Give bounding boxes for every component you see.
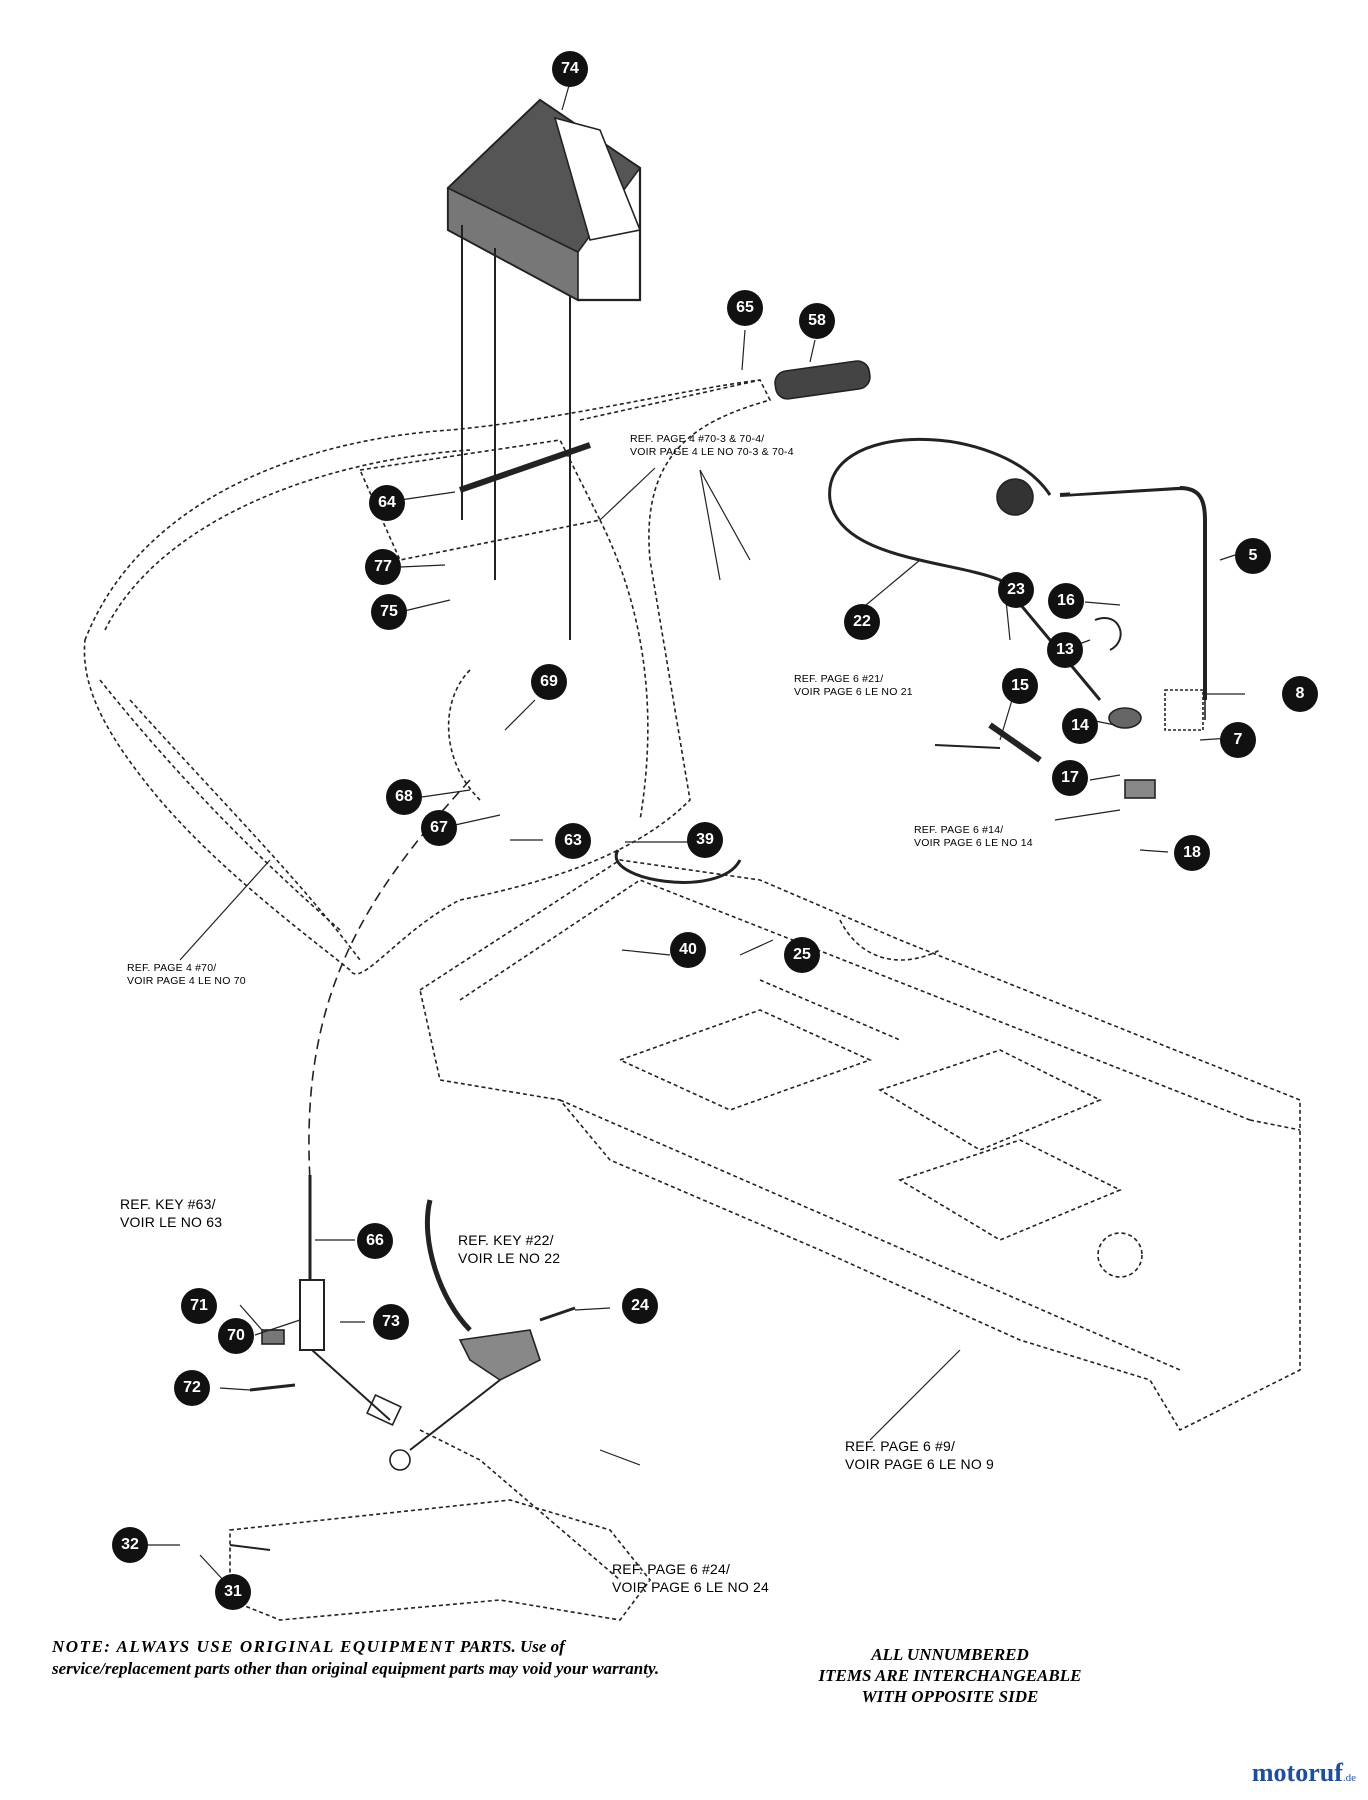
cable-63 (308, 779, 471, 1181)
ref-line: VOIR PAGE 6 LE NO 24 (612, 1579, 770, 1595)
callout-64: 64 (369, 485, 405, 521)
callout-74: 74 (552, 51, 588, 87)
ref-line: REF. PAGE 4 #70/ (127, 962, 217, 974)
callout-72: 72 (174, 1370, 210, 1406)
callout-18: 18 (1174, 835, 1210, 871)
ref-line: REF. PAGE 6 #9/ (845, 1438, 956, 1454)
callout-25: 25 (784, 937, 820, 973)
note-line: ITEMS ARE INTERCHANGEABLE (818, 1666, 1082, 1685)
pedal (229, 1429, 652, 1621)
lower-assembly (229, 1175, 576, 1551)
ref-page6-21: REF. PAGE 6 #21/ VOIR PAGE 6 LE NO 21 (794, 673, 913, 699)
callout-71: 71 (181, 1288, 217, 1324)
note-line: ALL UNNUMBERED (871, 1645, 1029, 1664)
pivot-rod (459, 360, 871, 493)
callout-14: 14 (1062, 708, 1098, 744)
callout-68: 68 (386, 779, 422, 815)
callout-15: 15 (1002, 668, 1038, 704)
ref-line: REF. PAGE 4 #70-3 & 70-4/ (630, 433, 765, 445)
ref-line: VOIR PAGE 6 LE NO 14 (914, 837, 1033, 849)
callout-58: 58 (799, 303, 835, 339)
ref-line: VOIR LE NO 22 (458, 1250, 561, 1266)
throttle-cable (828, 437, 1207, 799)
ref-page6-24: REF. PAGE 6 #24/ VOIR PAGE 6 LE NO 24 (612, 1560, 769, 1596)
callout-39: 39 (687, 822, 723, 858)
callout-73: 73 (373, 1304, 409, 1340)
callout-32: 32 (112, 1527, 148, 1563)
callout-16: 16 (1048, 583, 1084, 619)
note-line: WITH OPPOSITE SIDE (861, 1687, 1039, 1706)
ref-line: VOIR PAGE 4 LE NO 70-3 & 70-4 (630, 446, 794, 458)
watermark-logo: motoruf.de (1252, 1758, 1356, 1788)
callout-31: 31 (215, 1574, 251, 1610)
fender (83, 379, 772, 975)
ref-line: VOIR LE NO 63 (120, 1214, 223, 1230)
callout-24: 24 (622, 1288, 658, 1324)
callout-8: 8 (1282, 676, 1318, 712)
ref-line: REF. KEY #63/ (120, 1196, 216, 1212)
callout-75: 75 (371, 594, 407, 630)
watermark-suffix: .de (1342, 1772, 1356, 1784)
ref-page4-70-3: REF. PAGE 4 #70-3 & 70-4/ VOIR PAGE 4 LE… (630, 433, 794, 459)
console-cover (446, 98, 642, 640)
ref-key-63: REF. KEY #63/ VOIR LE NO 63 (120, 1195, 222, 1231)
callout-23: 23 (998, 572, 1034, 608)
ref-line: REF. PAGE 6 #21/ (794, 673, 884, 685)
chassis-frame (419, 859, 1301, 1432)
ref-line: VOIR PAGE 6 LE NO 9 (845, 1456, 995, 1472)
ref-line: REF. PAGE 6 #14/ (914, 824, 1004, 836)
callout-66: 66 (357, 1223, 393, 1259)
callout-63: 63 (555, 823, 591, 859)
spring-25 (614, 849, 742, 884)
ref-line: VOIR PAGE 4 LE NO 70 (127, 975, 246, 987)
ref-key-22: REF. KEY #22/ VOIR LE NO 22 (458, 1231, 560, 1267)
callout-69: 69 (531, 664, 567, 700)
callout-40: 40 (670, 932, 706, 968)
ref-line: VOIR PAGE 6 LE NO 21 (794, 686, 913, 698)
callout-22: 22 (844, 604, 880, 640)
ref-page4-70: REF. PAGE 4 #70/ VOIR PAGE 4 LE NO 70 (127, 962, 246, 988)
callout-77: 77 (365, 549, 401, 585)
note-body: PARTS. Use of service/replacement parts … (52, 1637, 660, 1678)
callout-7: 7 (1220, 722, 1256, 758)
ref-page6-9: REF. PAGE 6 #9/ VOIR PAGE 6 LE NO 9 (845, 1437, 994, 1473)
interchangeable-note: ALL UNNUMBERED ITEMS ARE INTERCHANGEABLE… (750, 1644, 1150, 1707)
ref-line: REF. PAGE 6 #24/ (612, 1561, 731, 1577)
callout-67: 67 (421, 810, 457, 846)
note-heading: NOTE: ALWAYS USE ORIGINAL EQUIPMENT (52, 1637, 456, 1656)
callout-17: 17 (1052, 760, 1088, 796)
callout-70: 70 (218, 1318, 254, 1354)
ref-line: REF. KEY #22/ (458, 1232, 554, 1248)
callout-13: 13 (1047, 632, 1083, 668)
ref-page6-14: REF. PAGE 6 #14/ VOIR PAGE 6 LE NO 14 (914, 824, 1033, 850)
callout-5: 5 (1235, 538, 1271, 574)
watermark-brand: motoruf (1251, 1758, 1343, 1787)
callout-65: 65 (727, 290, 763, 326)
warranty-note: NOTE: ALWAYS USE ORIGINAL EQUIPMENT PART… (52, 1636, 692, 1680)
